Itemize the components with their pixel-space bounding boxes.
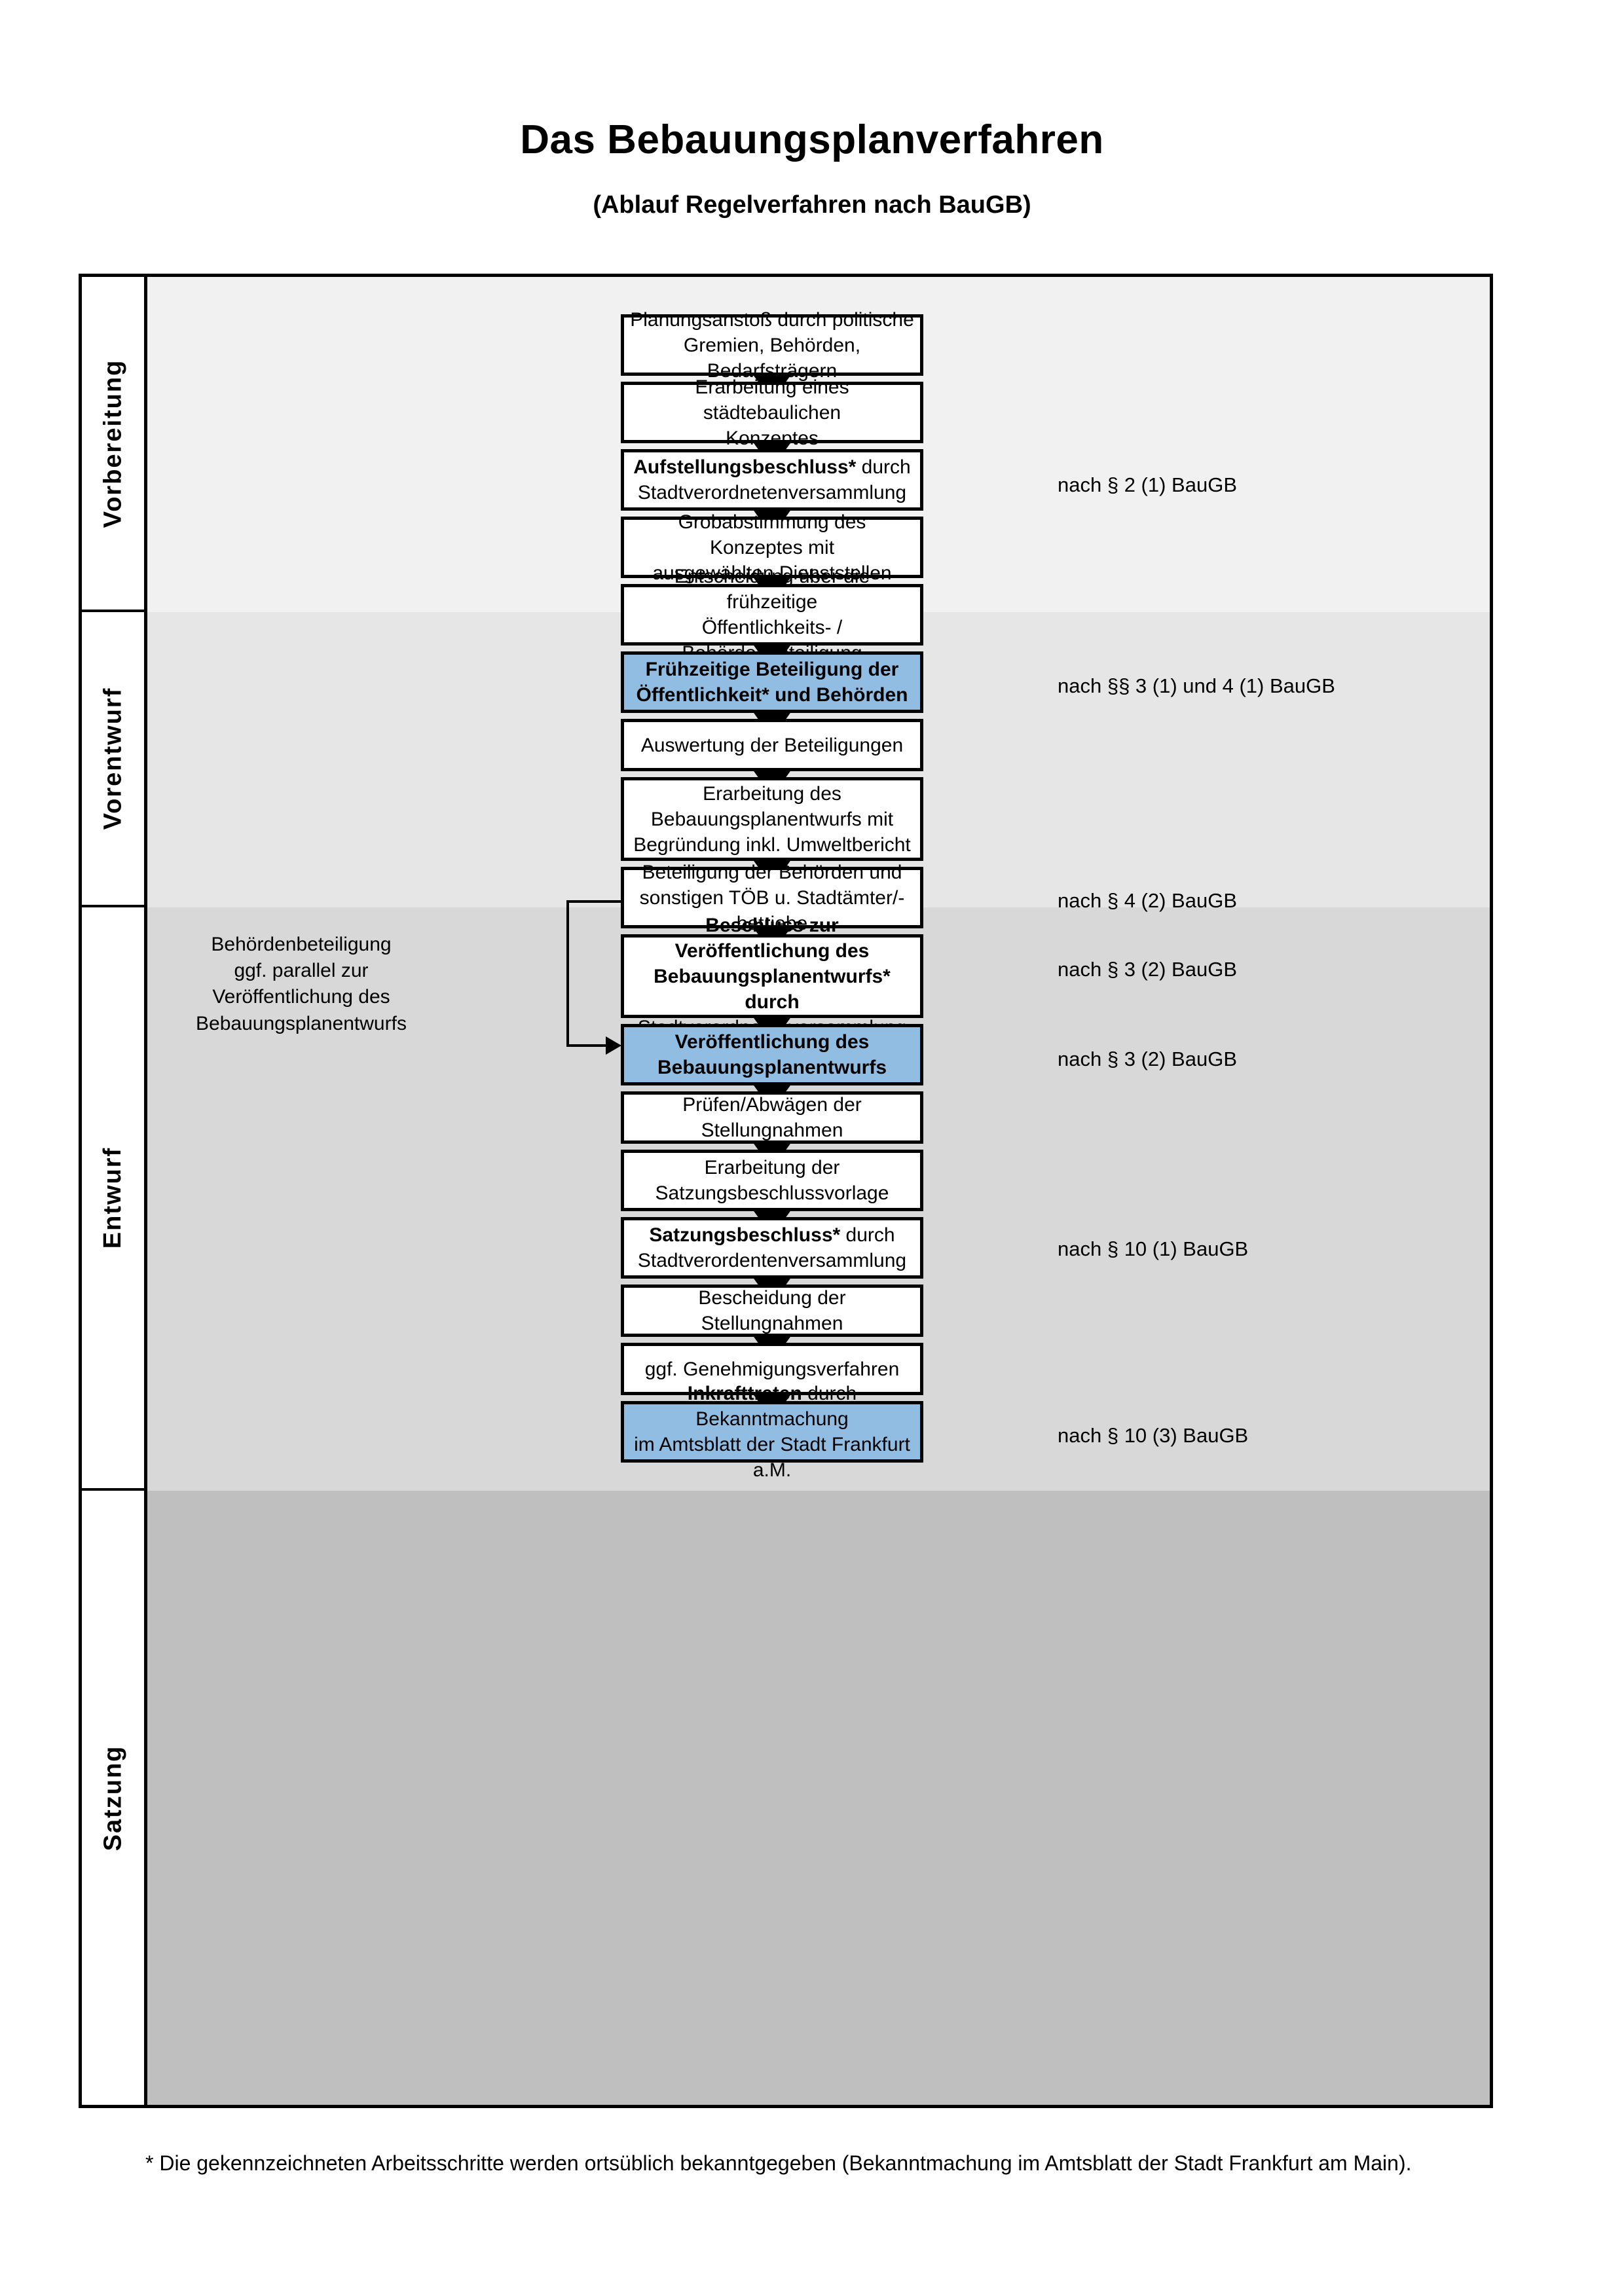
step-box-bescheidung-stellungnahmen[interactable]: Bescheidung der Stellungnahmen [621,1285,923,1337]
step-text: Beteiligung der Behörden und sonstigen T… [629,860,915,936]
step-text: Satzungsbeschluss* durch Stadtverordente… [638,1222,906,1273]
step-box-auswertung-beteiligungen[interactable]: Auswertung der Beteiligungen [621,719,923,771]
step-box-beteiligung-behoerden-toeb[interactable]: Beteiligung der Behörden und sonstigen T… [621,862,923,934]
step-line: Begründung inkl. Umweltbericht [633,833,911,856]
step-text: Erarbeitung der Satzungsbeschlussvorlage [655,1155,889,1206]
step-text: Erarbeitung des Bebauungsplanentwurfs mi… [633,781,911,858]
step-text: Inkrafttreten durch Bekanntmachung im Am… [629,1381,915,1483]
step-line: Bebauungsplanentwurfs mit [650,808,894,830]
step-box-genehmigungsverfahren[interactable]: ggf. Genehmigungsverfahren [621,1343,923,1395]
step-line: Bescheidung der Stellungnahmen [698,1287,846,1334]
step-line: Entscheidung über die frühzeitige [674,566,870,613]
step-box-entscheidung-fruehzeitige-beteiligung[interactable]: Entscheidung über die frühzeitige Öffent… [621,566,923,664]
step-line: Beteiligung der Behörden und [642,861,902,883]
phase-cell-satzung: Satzung [82,1491,144,2105]
step-line: Aufstellungsbeschluss* durch [633,456,911,478]
side-note-line: Behördenbeteiligung [211,934,392,955]
page-subtitle: (Ablauf Regelverfahren nach BauGB) [593,191,1031,219]
step-line-bold: Satzungsbeschluss* [649,1224,841,1246]
step-line: Öffentlichkeit* und Behörden [636,684,908,706]
step-box-aufstellungsbeschluss[interactable]: Aufstellungsbeschluss* durch Stadtverord… [621,449,923,511]
step-line: Satzungsbeschlussvorlage [655,1182,889,1204]
side-note-line: Veröffentlichung des [212,986,390,1008]
step-box-beschluss-veroeffentlichung[interactable]: Beschluss zur Veröffentlichung des Bebau… [621,915,923,1038]
step-box-veroeffentlichung-entwurf[interactable]: Veröffentlichung des Bebauungsplanentwur… [621,1024,923,1085]
phase-cell-vorentwurf: Vorentwurf [82,612,144,907]
phase-bands: Behördenbeteiligung ggf. parallel zur Ve… [147,277,1490,2105]
step-text: Prüfen/Abwägen der Stellungnahmen [629,1092,915,1143]
bracket-vertical-segment [566,900,569,1046]
step-line: Auswertung der Beteiligungen [640,734,904,756]
bracket-bottom-segment [566,1044,607,1047]
step-text: Veröffentlichung des Bebauungsplanentwur… [657,1029,887,1080]
phase-label-entwurf: Entwurf [99,1146,126,1249]
step-line: sonstigen TÖB u. Stadtämter/-betriebe [639,886,905,934]
phase-cell-entwurf: Entwurf [82,907,144,1491]
step-box-satzungsbeschlussvorlage[interactable]: Erarbeitung der Satzungsbeschlussvorlage [621,1150,923,1211]
phase-label-vorentwurf: Vorentwurf [99,687,126,830]
step-box-staedtebauliches-konzept[interactable]: Erarbeitung eines städtebaulichen Konzep… [621,376,923,449]
step-text: Erarbeitung eines städtebaulichen Konzep… [629,374,915,451]
step-line: Inkrafttreten durch Bekanntmachung [687,1383,857,1430]
side-note-line: Bebauungsplanentwurfs [196,1012,407,1034]
legal-ref-par4-2: nach § 4 (2) BauGB [1058,889,1237,912]
side-note-behoerdenbeteiligung: Behördenbeteiligung ggf. parallel zur Ve… [160,932,442,1037]
step-line: Prüfen/Abwägen der Stellungnahmen [682,1094,862,1141]
flowchart-frame: Vorbereitung Vorentwurf Entwurf Satzung … [79,274,1493,2108]
step-box-satzungsbeschluss[interactable]: Satzungsbeschluss* durch Stadtverordente… [621,1217,923,1279]
bracket-top-segment [566,900,622,903]
bracket-arrowhead-icon [606,1036,621,1055]
step-text: Aufstellungsbeschluss* durch Stadtverord… [633,454,910,505]
legal-ref-par3-2-a: nach § 3 (2) BauGB [1058,958,1237,981]
footnote: * Die gekennzeichneten Arbeitsschritte w… [145,2151,1412,2175]
step-text: Grobabstimmung des Konzeptes mit ausgewä… [629,509,915,586]
step-line: Erarbeitung eines städtebaulichen [695,376,849,424]
step-line-bold: Inkrafttreten [687,1383,802,1404]
step-line: Grobabstimmung des Konzeptes mit [678,511,866,558]
legal-ref-par3-2-b: nach § 3 (2) BauGB [1058,1048,1237,1070]
legal-ref-par10-1: nach § 10 (1) BauGB [1058,1237,1249,1260]
step-line: Satzungsbeschluss* durch [649,1224,895,1246]
step-line: Veröffentlichung des [674,1031,870,1053]
step-line-bold: Beschluss zur Veröffentlichung des [674,914,870,962]
flow-layer: Behördenbeteiligung ggf. parallel zur Ve… [147,277,1490,2105]
step-line: Beschluss zur Veröffentlichung des [629,913,915,964]
step-line: ggf. Genehmigungsverfahren [644,1358,900,1380]
step-line: Erarbeitung der [704,1157,840,1178]
legal-ref-par2-1: nach § 2 (1) BauGB [1058,473,1237,496]
step-text: Auswertung der Beteiligungen [641,733,903,758]
phase-cell-vorbereitung: Vorbereitung [82,277,144,612]
step-line-bold: Aufstellungsbeschluss* [633,456,857,478]
step-box-planungsanstoss[interactable]: Planungsanstoß durch politische Gremien,… [621,309,923,382]
step-line-bold: Bebauungsplanentwurfs* durch [654,965,891,1013]
side-note-line: ggf. parallel zur [234,960,369,982]
page-title: Das Bebauungsplanverfahren [520,117,1104,162]
step-line: im Amtsblatt der Stadt Frankfurt a.M. [634,1434,910,1481]
step-box-inkrafttreten[interactable]: Inkrafttreten durch Bekanntmachung im Am… [621,1383,923,1481]
step-line: Stadtverordnetenversammlung [637,482,907,503]
step-box-fruehzeitige-beteiligung[interactable]: Frühzeitige Beteiligung der Öffentlichke… [621,651,923,713]
step-line: Erarbeitung des [703,782,841,805]
step-text: Bescheidung der Stellungnahmen [629,1285,915,1336]
legal-ref-par10-3: nach § 10 (3) BauGB [1058,1424,1249,1447]
legal-ref-par3-1-4-1: nach §§ 3 (1) und 4 (1) BauGB [1058,674,1335,697]
step-line: Frühzeitige Beteiligung der [645,659,899,680]
phase-label-vorbereitung: Vorbereitung [99,359,127,528]
step-text: Frühzeitige Beteiligung der Öffentlichke… [636,657,908,708]
step-box-pruefen-abwaegen[interactable]: Prüfen/Abwägen der Stellungnahmen [621,1091,923,1144]
step-line: Bebauungsplanentwurfs* durch [629,964,915,1015]
step-line: Bebauungsplanentwurfs [657,1057,887,1078]
step-box-erarbeitung-bebauungsplanentwurf[interactable]: Erarbeitung des Bebauungsplanentwurfs mi… [621,777,923,861]
phase-label-satzung: Satzung [99,1745,126,1851]
step-line: Planungsanstoß durch politische [630,308,914,331]
step-line: Stadtverordentenversammlung [637,1250,907,1271]
title-block: Das Bebauungsplanverfahren (Ablauf Regel… [0,117,1624,219]
band-satzung [147,1491,1490,2105]
phase-label-rail: Vorbereitung Vorentwurf Entwurf Satzung [82,277,147,2105]
step-text: ggf. Genehmigungsverfahren [645,1357,900,1382]
step-text: Planungsanstoß durch politische Gremien,… [629,307,915,384]
